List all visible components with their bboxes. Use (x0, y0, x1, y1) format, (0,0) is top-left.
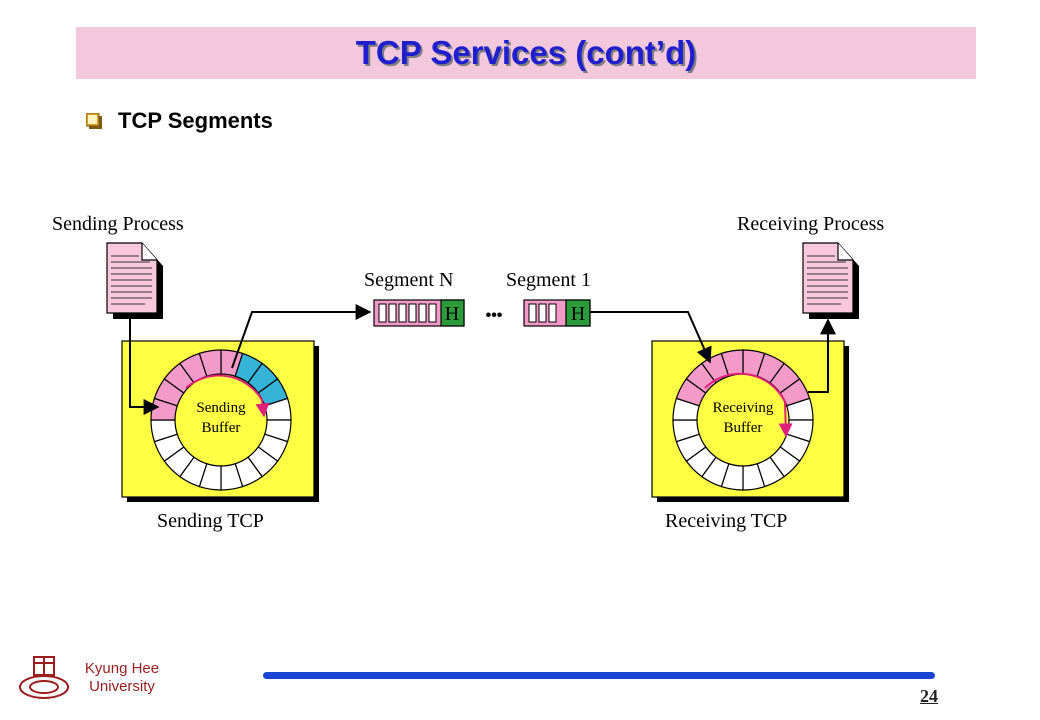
buffer-to-segment-arrow (231, 304, 372, 369)
university-name: Kyung Hee University (70, 660, 174, 696)
receiving-buffer-ring (672, 349, 814, 491)
receiving-rotation-arrow (704, 372, 793, 438)
bullet-item: TCP Segments (85, 106, 273, 136)
sending-process-label: Sending Process (52, 213, 184, 235)
receiving-document-icon (802, 242, 859, 319)
segment-n: H (373, 299, 465, 327)
segment-1-header (565, 299, 591, 327)
page-number: 24 (920, 686, 938, 706)
sending-tcp-label: Sending TCP (157, 510, 264, 532)
receiving-tcp-label: Receiving TCP (665, 510, 787, 532)
sending-buffer-label-2: Buffer (202, 420, 241, 436)
title-bar: TCP Services (cont’d) (76, 27, 976, 79)
segment-n-header (440, 299, 465, 327)
receiving-process-label: Receiving Process (737, 213, 884, 235)
ellipsis: ••• (486, 307, 503, 324)
university-name-line2: University (89, 678, 155, 695)
slide-title: TCP Services (cont’d) (355, 34, 697, 71)
sending-buffer-ring (150, 349, 292, 491)
segment-n-header-letter: H (445, 303, 459, 325)
university-logo-icon (16, 655, 72, 710)
segment-1-header-letter: H (571, 303, 585, 325)
buffer-to-process-arrow (808, 318, 836, 393)
segment-1-label: Segment 1 (506, 269, 591, 291)
footer-line (263, 672, 935, 679)
receiving-buffer-label-2: Buffer (724, 420, 763, 436)
receiving-buffer-label-1: Receiving (713, 400, 774, 416)
segment-1: H (523, 299, 591, 327)
sending-buffer-label-1: Sending (196, 400, 246, 416)
sending-document-icon (106, 242, 163, 319)
bullet-label: TCP Segments (118, 108, 273, 133)
university-name-line1: Kyung Hee (84, 660, 160, 677)
process-to-buffer-arrow (129, 316, 160, 415)
segment-to-buffer-arrow (590, 311, 712, 364)
sending-rotation-arrow (185, 374, 270, 418)
checkbox-bullet-icon (85, 112, 102, 129)
segment-n-label: Segment N (364, 269, 453, 291)
